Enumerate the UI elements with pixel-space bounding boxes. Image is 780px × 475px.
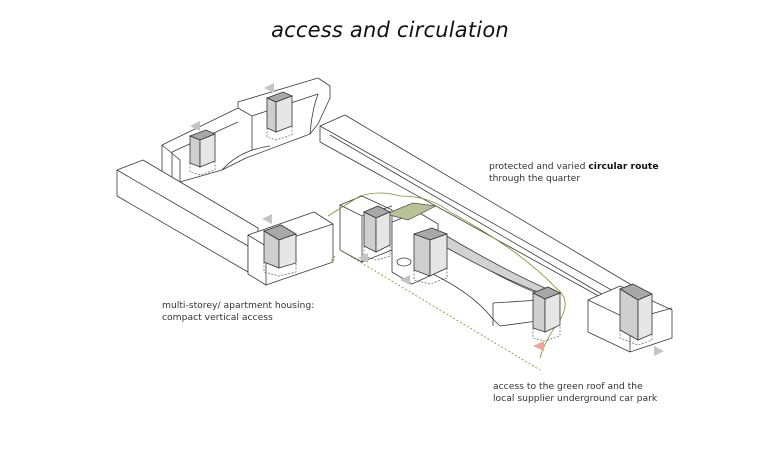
- core-southwest: [263, 224, 297, 277]
- housing-label-line1: multi-storey/ apartment housing:: [162, 300, 315, 311]
- access-arrow-icon: [262, 214, 272, 224]
- core-north-1: [188, 129, 217, 176]
- core-north-2: [265, 91, 294, 141]
- housing-label-line2: compact vertical access: [162, 312, 273, 323]
- core-central-2: [412, 227, 449, 285]
- route-label-prefix: protected and varied: [489, 161, 589, 172]
- access-arrow-icon: [264, 83, 274, 93]
- route-label-line2: through the quarter: [489, 173, 581, 184]
- core-wing: [532, 286, 561, 342]
- green-roof: [384, 202, 438, 221]
- housing-label: multi-storey/ apartment housing: compact…: [162, 300, 314, 324]
- core-east: [619, 283, 653, 346]
- north-curved-block: [161, 77, 331, 183]
- green-roof-access-label: access to the green roof and the local s…: [493, 381, 657, 405]
- diagram-title: access and circulation: [271, 18, 509, 42]
- access-arrow-icon: [654, 346, 664, 356]
- access-arrow-icon: [358, 253, 368, 263]
- access-arrow-icon: [190, 121, 200, 131]
- circular-route-label: protected and varied circular route thro…: [489, 161, 659, 185]
- roof-label-line2: local supplier underground car park: [493, 393, 658, 404]
- route-label-bold: circular route: [588, 161, 659, 172]
- core-central-1: [363, 205, 391, 261]
- roof-access-arrow-icon: [533, 341, 544, 351]
- roof-label-line1: access to the green roof and the: [493, 381, 643, 392]
- access-arrow-icon: [400, 275, 410, 285]
